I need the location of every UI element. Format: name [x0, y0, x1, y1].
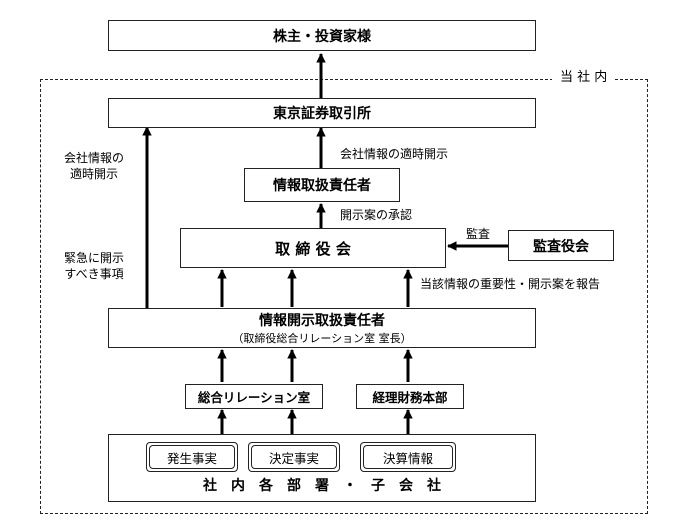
shareholders-label: 株主・投資家様 [273, 28, 371, 45]
report-note-label: 当該情報の重要性・開示案を報告 [420, 277, 601, 291]
ir-office-label: 総合リレーション室 [197, 390, 311, 405]
disclosure-officer-box: 情報開示取扱責任者 （取締役総合リレーション室 室長） [108, 308, 536, 348]
info-officer-label: 情報取扱責任者 [273, 178, 371, 194]
company-boundary-label: 当 社 内 [552, 70, 616, 86]
finance-division-label: 経理財務本部 [372, 390, 448, 405]
draft-approval-label: 開示案の承認 [340, 208, 413, 222]
departments-label: 社 内 各 部 署 ・ 子 会 社 [203, 478, 441, 494]
timely-disclosure-label: 会社情報の適時開示 [340, 147, 449, 161]
event-occurrence-label: 発生事実 [166, 450, 217, 466]
info-officer-box: 情報取扱責任者 [244, 168, 400, 202]
left-label-bottom-line2: すべき事項 [64, 267, 124, 281]
auditors-box: 監査役会 [508, 230, 614, 261]
event-earnings-label: 決算情報 [382, 450, 433, 466]
disclosure-officer-sub: （取締役総合リレーション室 室長） [232, 332, 412, 345]
shareholders-box: 株主・投資家様 [108, 20, 536, 51]
tse-box: 東京証券取引所 [108, 98, 536, 128]
board-label: 取 締 役 会 [275, 239, 351, 258]
board-box: 取 締 役 会 [180, 228, 446, 268]
company-boundary [40, 79, 648, 514]
tse-label: 東京証券取引所 [273, 106, 371, 122]
left-label-top-line1: 会社情報の [64, 151, 125, 165]
event-decision-label: 決定事実 [268, 450, 319, 466]
auditors-label: 監査役会 [533, 238, 589, 255]
left-label-urgent: 緊急に開示 すべき事項 [64, 250, 124, 282]
disclosure-officer-label: 情報開示取扱責任者 [259, 313, 385, 329]
finance-division-box: 経理財務本部 [356, 384, 464, 409]
left-label-top-line2: 適時開示 [70, 167, 119, 181]
event-occurrence-box: 発生事実 [146, 442, 238, 472]
left-label-bottom-line1: 緊急に開示 [64, 251, 125, 265]
event-decision-box: 決定事実 [248, 442, 340, 472]
audit-label: 監査 [466, 227, 491, 241]
ir-office-box: 総合リレーション室 [185, 384, 323, 409]
left-label-timely-disclosure: 会社情報の 適時開示 [64, 150, 124, 182]
event-earnings-box: 決算情報 [360, 442, 456, 472]
